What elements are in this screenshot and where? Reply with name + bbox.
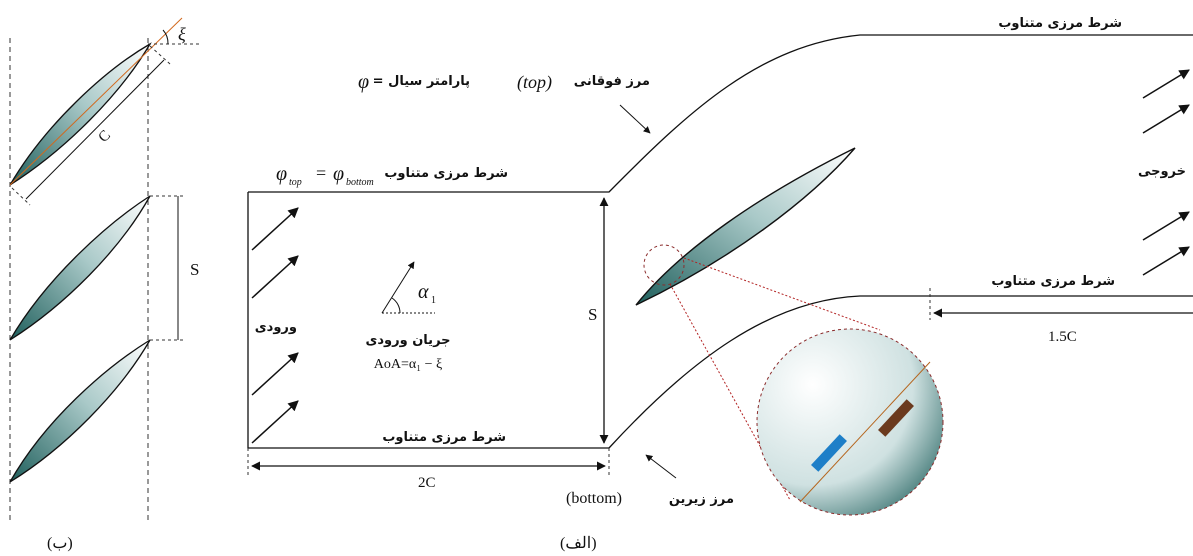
cascade-blade xyxy=(635,147,856,306)
svg-text:φ: φ xyxy=(276,163,287,185)
chord-label: C xyxy=(96,127,114,145)
periodic-bc-bottom-left: شرط مرزی متناوب xyxy=(382,430,506,445)
zoom-surface-line xyxy=(799,361,931,503)
periodic-equation: φ top = φ bottom xyxy=(276,163,374,188)
periodic-bc-top-left: شرط مرزی متناوب xyxy=(384,166,508,181)
caption-a: (الف) xyxy=(560,535,597,552)
svg-text:=: = xyxy=(316,163,326,183)
top-boundary-fa: مرز فوقانی xyxy=(574,74,650,89)
caption-b: (ب) xyxy=(47,535,73,552)
periodic-bc-top-right: شرط مرزی متناوب xyxy=(998,16,1122,31)
stagger-angle-arc xyxy=(162,29,169,45)
figure-a: φ = پارامتر سیال (top) مرز فوقانی φ top … xyxy=(247,16,1193,552)
alpha-sub: 1 xyxy=(431,295,436,306)
outlet-arrow-1 xyxy=(1142,69,1190,99)
stagger-symbol: ξ xyxy=(178,24,186,44)
chord-dimension-line xyxy=(25,59,165,200)
chord-ext-top xyxy=(149,45,171,65)
blue-marker xyxy=(811,434,847,472)
inlet-arrow-3 xyxy=(251,352,299,396)
zoom-source-circle xyxy=(643,244,685,286)
top-boundary-pointer xyxy=(619,104,651,134)
inlet-label: ورودی xyxy=(255,320,297,335)
domain-top-boundary xyxy=(248,34,1193,193)
blade-3 xyxy=(9,339,151,483)
s-dimension-label: S xyxy=(588,305,597,324)
svg-text:top: top xyxy=(289,177,302,188)
fluid-param-label: = پارامتر سیال xyxy=(373,74,470,89)
periodic-bc-bottom-right: شرط مرزی متناوب xyxy=(991,274,1115,289)
outlet-label: خروجی xyxy=(1138,164,1186,179)
domain-bottom-boundary xyxy=(247,192,1193,449)
zoom-connector-top xyxy=(683,257,881,331)
zoom-circle xyxy=(756,328,944,516)
svg-text:φ: φ xyxy=(333,163,344,185)
blade-2 xyxy=(9,195,151,341)
fluid-param-symbol: φ xyxy=(358,71,369,93)
inflow-angle-arc xyxy=(391,297,401,314)
inlet-length-label: 2C xyxy=(418,475,436,491)
figure-b: ξ C S (ب) xyxy=(9,17,200,552)
outlet-arrow-3 xyxy=(1142,211,1190,241)
aoa-label: AoA=α₁ − ξ xyxy=(374,357,442,372)
bottom-boundary-en: (bottom) xyxy=(566,490,622,507)
bottom-boundary-pointer xyxy=(645,454,677,479)
top-boundary-en: (top) xyxy=(517,72,552,93)
brown-marker xyxy=(878,399,914,437)
inflow-direction-arrow xyxy=(381,261,415,314)
outlet-length-label: 1.5C xyxy=(1048,329,1077,345)
chord-ext-bottom xyxy=(11,187,31,206)
svg-text:bottom: bottom xyxy=(346,177,374,188)
inlet-arrow-4 xyxy=(251,400,299,444)
outlet-arrow-2 xyxy=(1142,104,1190,134)
outlet-arrows xyxy=(1142,69,1190,276)
inlet-arrow-2 xyxy=(251,255,299,299)
spacing-label: S xyxy=(190,260,199,279)
bottom-boundary-fa: مرز زیرین xyxy=(669,492,734,507)
stagger-line xyxy=(9,17,183,186)
outlet-arrow-4 xyxy=(1142,246,1190,276)
blade-1 xyxy=(9,42,152,186)
inlet-arrows xyxy=(251,207,299,444)
inlet-arrow-1 xyxy=(251,207,299,251)
alpha-symbol: α xyxy=(418,281,429,303)
inflow-label: جریان ورودی xyxy=(365,333,450,348)
